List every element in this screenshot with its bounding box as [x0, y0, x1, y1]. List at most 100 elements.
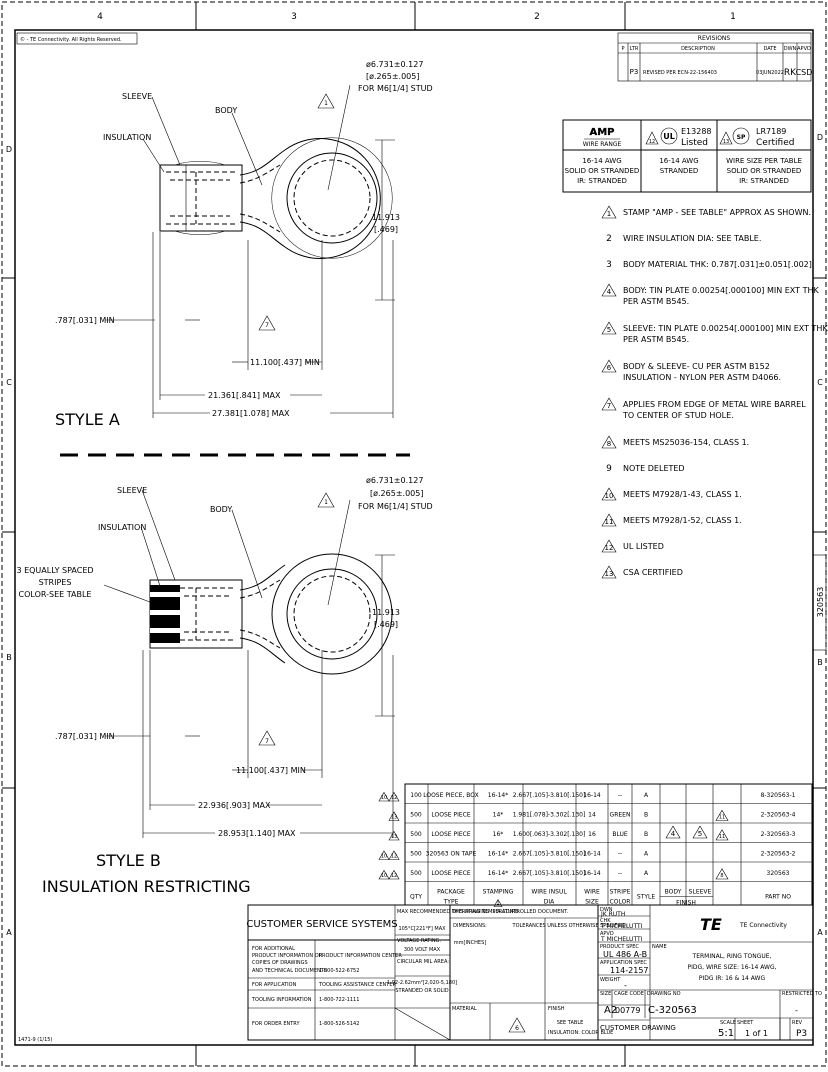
- finish-label: FINISH: [548, 1006, 565, 1012]
- row-note-marker: 12: [388, 791, 400, 802]
- material-label: MATERIAL: [452, 1006, 477, 1012]
- pic-phone: 1-800-522-6752: [319, 968, 359, 974]
- note-triangle-icon: [378, 869, 390, 880]
- zone-d-left: D: [6, 145, 12, 154]
- style-a-stud-dia: ø6.731±0.127: [366, 60, 423, 69]
- tac-name: TOOLING ASSISTANCE CENTER: [318, 982, 396, 988]
- weight-label: WEIGHT: [600, 977, 621, 983]
- csa-logo-letters: SP: [737, 134, 746, 141]
- stamping-note-marker: 1: [493, 899, 503, 907]
- note-triangle-icon: [601, 435, 617, 449]
- note-triangle-icon: [388, 850, 400, 860]
- note-triangle-icon: [665, 825, 681, 839]
- note-triangle-number: 1: [607, 210, 611, 218]
- units: mm[INCHES]: [454, 940, 486, 946]
- name-line-1: TERMINAL, RING TONGUE,: [692, 953, 772, 960]
- name-line-2: PIDG, WIRE SIZE: 16-14 AWG,: [687, 964, 776, 971]
- apvd-label: APVD: [600, 931, 614, 937]
- note-item: 9 NOTE DELETED: [606, 464, 684, 474]
- cell-qty: 500: [410, 831, 422, 838]
- info-label-4: AND TECHNICAL DOCUMENTS: [252, 968, 327, 974]
- copyright-text: © - TE Connectivity. All Rights Reserved…: [20, 36, 122, 43]
- note-marker: 10: [601, 487, 617, 501]
- cell-qty: 500: [410, 851, 422, 858]
- sheet-label: SHEET: [737, 1020, 754, 1026]
- note-marker: 12: [601, 539, 617, 553]
- csa-code: LR7189: [756, 127, 786, 136]
- note-triangle-number: 11: [719, 834, 725, 840]
- note-triangle-number: 10: [381, 873, 387, 879]
- part-note-marker: 11: [715, 809, 729, 821]
- header-body: BODY: [665, 889, 682, 896]
- style-a-thk: .787[.031] MIN: [55, 316, 115, 325]
- cell-part-no: 2-320563-3: [761, 831, 796, 838]
- note-marker: 13: [601, 565, 617, 579]
- amp-wire-range-label: WIRE RANGE: [583, 141, 622, 148]
- certification-table: AMP WIRE RANGE 12 UL E13288 Listed 13 SP…: [562, 119, 812, 193]
- note-triangle-icon: [601, 205, 617, 219]
- dwn-name: JK RUTH: [600, 911, 625, 918]
- cell-insul-dia: 1.600[.063]-3.302[.130]: [513, 831, 586, 838]
- cma-label: CIRCULAR MIL AREA:: [397, 959, 449, 965]
- note-marker: 11: [601, 513, 617, 527]
- note-triangle-number: 1: [496, 901, 499, 907]
- note-number: 3: [606, 260, 612, 270]
- note-triangle-icon: [388, 830, 400, 841]
- cell-insul-dia: 1.981[.078]-3.302[.130]: [513, 812, 586, 819]
- note-marker: 5: [601, 321, 617, 335]
- note-text: WIRE INSULATION DIA: SEE TABLE.: [623, 234, 761, 243]
- header-stripe: STRIPE: [610, 889, 631, 896]
- cell-stripe-color: --: [618, 792, 622, 799]
- style-a-drawing: [105, 84, 395, 418]
- css-title: CUSTOMER SERVICE SYSTEMS: [246, 919, 397, 930]
- te-name: TE Connectivity: [739, 922, 787, 929]
- note-text: MEETS MS25036-154, CLASS 1.: [623, 438, 749, 447]
- chk-name: T MICHELUTTI: [600, 923, 643, 930]
- note-triangle-number: 13: [605, 570, 614, 578]
- note-number: 2: [606, 234, 612, 244]
- csa-note-triangle: [719, 131, 733, 145]
- header-wire: WIRE: [584, 889, 600, 896]
- note-text: INSULATION - NYLON PER ASTM D4066.: [623, 373, 781, 382]
- ul-listed: Listed: [681, 138, 708, 148]
- size: A2: [604, 1005, 617, 1016]
- note-triangle-number: 11: [605, 518, 614, 526]
- header-size: SIZE: [585, 899, 599, 906]
- header-type: TYPE: [443, 899, 459, 906]
- style-b-drawing: [103, 489, 395, 838]
- note-text: APPLIES FROM EDGE OF METAL WIRE BARREL: [623, 400, 806, 409]
- style-b-insulation-label: INSULATION: [98, 523, 146, 532]
- style-b-title: STYLE B: [96, 851, 161, 870]
- cell-part-no: 2-320563-4: [761, 812, 796, 819]
- part-note-marker: 8: [715, 868, 729, 880]
- row-note-marker: 10: [378, 869, 390, 880]
- header-qty: QTY: [410, 894, 422, 901]
- cell-part-no: 2-320563-2: [761, 851, 796, 858]
- csa-range-1: WIRE SIZE PER TABLE: [726, 157, 802, 165]
- style-b-max2: 28.953[1.140] MAX: [218, 829, 296, 838]
- note-triangle-icon: [601, 539, 617, 553]
- zone-labels-top: 4 3 2 1: [97, 12, 736, 22]
- style-b-stripes-2: STRIPES: [39, 578, 72, 587]
- note-triangle-number: 13: [391, 815, 397, 821]
- note-triangle-number: 12: [391, 873, 397, 879]
- row-note-marker: 12: [388, 850, 400, 860]
- style-a-min-len: 11.100[.437] MIN: [250, 358, 320, 367]
- part-number-tab: [812, 554, 827, 651]
- part-note-marker: 11: [715, 829, 729, 841]
- header-color: COLOR: [610, 899, 631, 906]
- header-style: STYLE: [637, 894, 655, 901]
- product-spec-label: PRODUCT SPEC: [600, 944, 639, 950]
- note-triangle-icon: [601, 359, 617, 373]
- zone-a-left: A: [6, 928, 12, 937]
- note-text: NOTE DELETED: [623, 464, 685, 473]
- note-triangle-number: 10: [381, 854, 387, 860]
